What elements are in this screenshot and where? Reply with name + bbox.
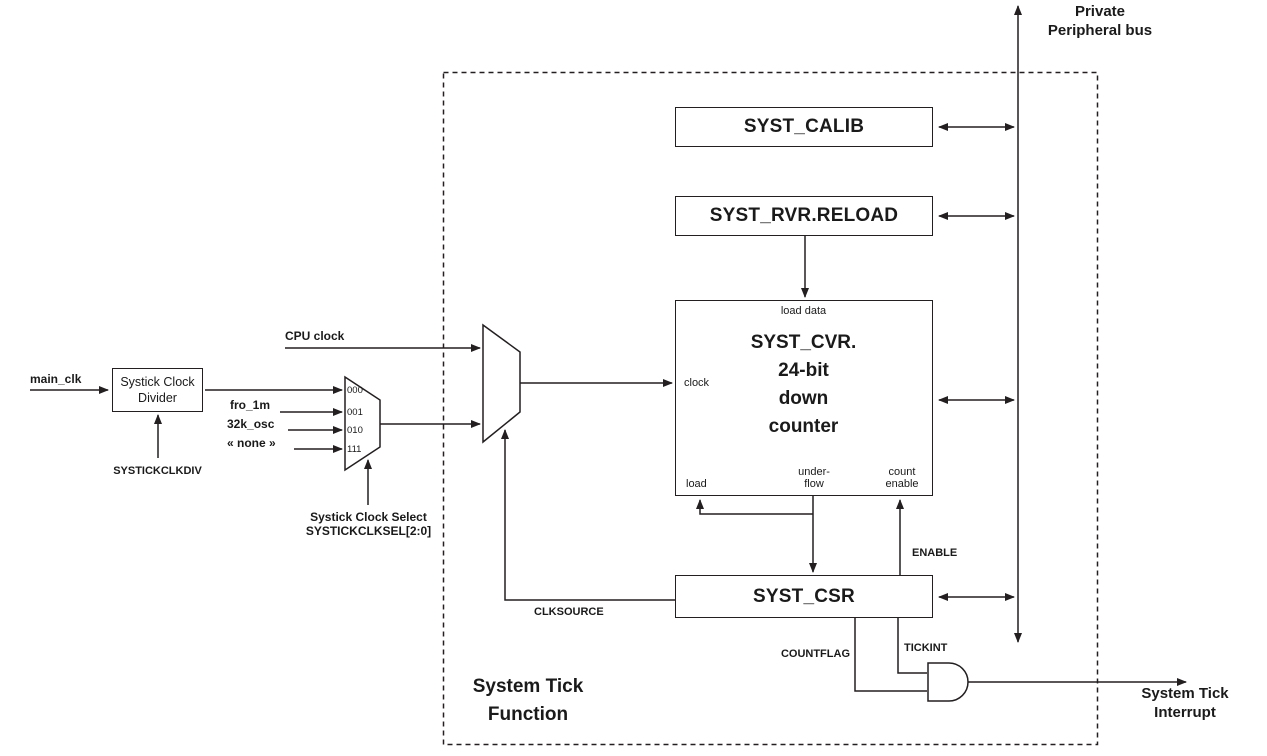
main-clk-label: main_clk	[30, 372, 82, 386]
cvr-title: SYST_CVR. 24-bit down counter	[676, 329, 931, 441]
none-input-label: « none »	[227, 436, 276, 450]
syst-rvr-register: SYST_RVR.RELOAD	[675, 196, 933, 236]
private-peripheral-bus-label-line2: Peripheral bus	[1047, 22, 1153, 39]
cvr-underflow-line2: flow	[804, 478, 824, 490]
cvr-count-enable-line2: enable	[885, 478, 919, 490]
cvr-title-line1: SYST_CVR.	[750, 332, 857, 353]
cvr-load-port: load	[686, 478, 707, 490]
cvr-underflow-port: under- flow	[784, 466, 844, 490]
mux-input-001-label: 001	[347, 407, 363, 418]
boundary-caption-line1: System Tick	[472, 676, 584, 697]
system-tick-function-boundary	[442, 71, 1099, 746]
systick-clock-divider-box: Systick Clock Divider	[112, 368, 203, 412]
underflow-to-load-line	[696, 499, 813, 515]
divider-label-line1: Systick Clock	[120, 375, 195, 389]
clock-select-mux	[344, 375, 381, 472]
mux-input-010-label: 010	[347, 425, 363, 436]
cvr-title-line4: counter	[768, 416, 839, 437]
cvr-load-data-port: load data	[780, 305, 827, 317]
private-peripheral-bus-label-line1: Private	[1074, 3, 1126, 20]
syst-cvr-counter: load data SYST_CVR. 24-bit down counter …	[675, 300, 933, 496]
systickclkdiv-label: SYSTICKCLKDIV	[113, 465, 202, 477]
cvr-clock-port: clock	[684, 377, 710, 389]
osc-32k-label: 32k_osc	[227, 417, 275, 431]
countflag-line	[854, 618, 927, 692]
divider-label-line2: Divider	[138, 391, 177, 405]
clock-select-line1: Systick Clock Select	[310, 510, 427, 524]
systick-clock-select-label: Systick Clock Select SYSTICKCLKSEL[2:0]	[296, 510, 441, 538]
system-tick-interrupt-label: System Tick Interrupt	[1128, 684, 1242, 722]
tickint-line	[897, 618, 927, 674]
syst-calib-label: SYST_CALIB	[743, 116, 865, 137]
enable-signal-label: ENABLE	[912, 547, 958, 559]
cvr-count-enable-line1: count	[888, 466, 916, 478]
syst-rvr-label: SYST_RVR.RELOAD	[709, 205, 899, 226]
cpu-clock-label: CPU clock	[285, 329, 345, 343]
system-tick-function-caption: System Tick Function	[458, 673, 598, 729]
syst-calib-register: SYST_CALIB	[675, 107, 933, 147]
fro-1m-label: fro_1m	[230, 398, 271, 412]
boundary-caption-line2: Function	[487, 704, 569, 725]
cvr-count-enable-port: count enable	[876, 466, 928, 490]
cvr-title-line3: down	[778, 388, 829, 409]
cvr-title-line2: 24-bit	[778, 360, 829, 381]
cvr-underflow-line1: under-	[798, 466, 830, 478]
clksource-mux	[482, 323, 521, 444]
syst-csr-label: SYST_CSR	[753, 585, 855, 607]
countflag-signal-label: COUNTFLAG	[780, 648, 850, 660]
and-gate	[927, 662, 969, 702]
mux-input-000-label: 000	[347, 385, 363, 396]
mux-input-111-label: 111	[347, 444, 362, 455]
clksource-signal-label: CLKSOURCE	[534, 606, 604, 618]
interrupt-label-line1: System Tick	[1141, 685, 1229, 702]
clock-select-line2: SYSTICKCLKSEL[2:0]	[305, 524, 432, 538]
interrupt-label-line2: Interrupt	[1154, 704, 1216, 721]
clksource-line	[501, 429, 675, 601]
tickint-signal-label: TICKINT	[904, 642, 948, 654]
syst-csr-register: SYST_CSR	[675, 575, 933, 618]
